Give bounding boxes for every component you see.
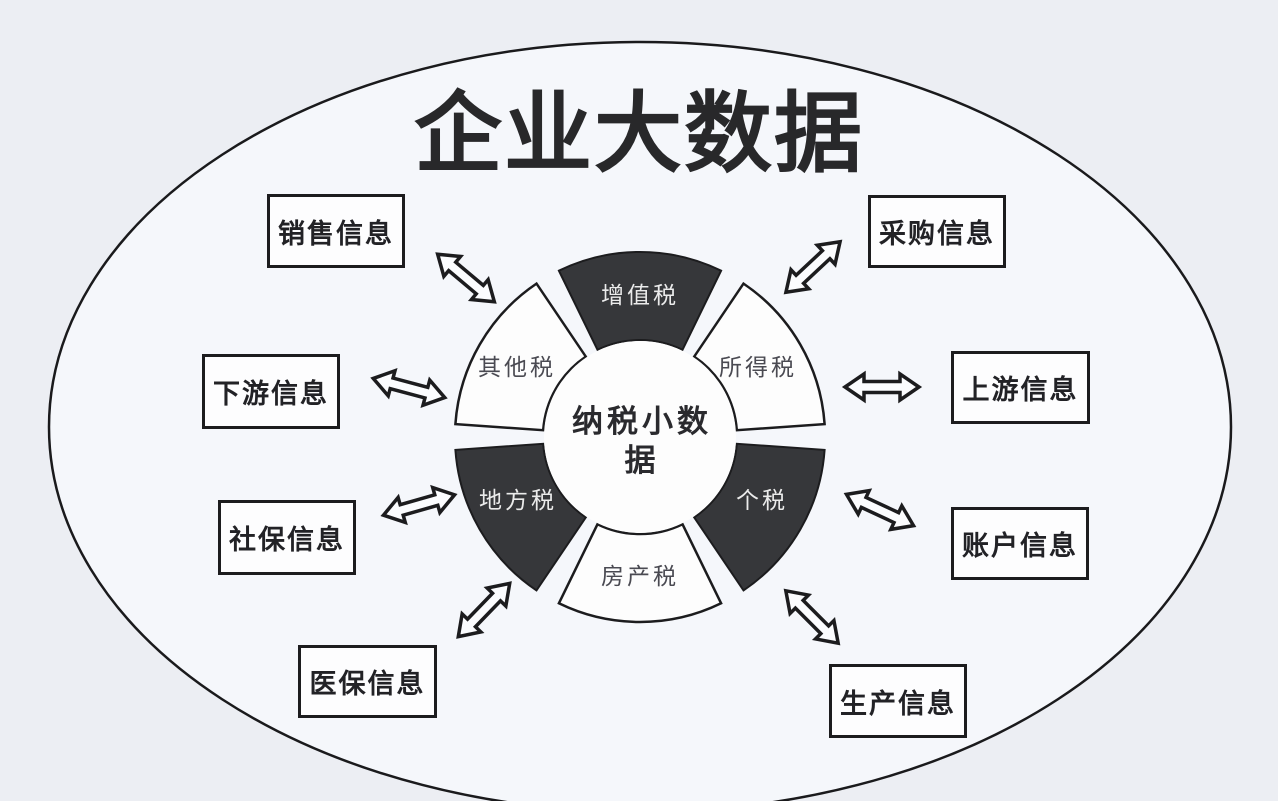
hub-label-line1: 纳税小数 (572, 404, 712, 439)
segment-personal-tax (692, 442, 826, 592)
segment-vat (557, 251, 723, 352)
segment-local-tax (454, 442, 588, 592)
node-medical-insurance-info: 医保信息 (298, 645, 437, 718)
node-social-security-info: 社保信息 (218, 500, 356, 575)
segment-label-income-tax: 所得税 (719, 354, 797, 380)
segment-label-personal-tax: 个税 (736, 487, 788, 513)
node-upstream-info: 上游信息 (951, 351, 1090, 424)
node-production-info: 生产信息 (829, 664, 967, 738)
node-procurement-info: 采购信息 (868, 195, 1006, 268)
segment-label-local-tax: 地方税 (479, 487, 557, 513)
segment-label-other-tax: 其他税 (478, 354, 556, 380)
segment-label-property-tax: 房产税 (601, 563, 679, 589)
segment-label-vat: 增值税 (601, 282, 679, 308)
segment-income-tax (692, 281, 826, 432)
segment-property-tax (557, 522, 723, 624)
node-sales-info: 销售信息 (267, 194, 405, 268)
hub-label-line2: 据 (625, 443, 660, 478)
segment-other-tax (454, 281, 588, 432)
diagram-title: 企业大数据 (413, 84, 864, 183)
node-account-info: 账户信息 (951, 507, 1089, 580)
node-downstream-info: 下游信息 (202, 354, 340, 429)
hub-center-circle (544, 341, 736, 533)
